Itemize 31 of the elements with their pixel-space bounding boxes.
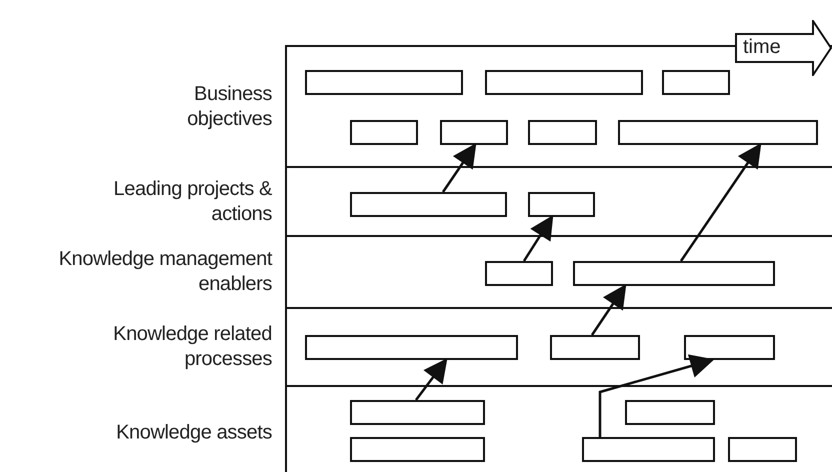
timeline-bar (305, 335, 518, 360)
lane-heading: Knowledge assets (115, 420, 272, 445)
timeline-bar (440, 120, 508, 145)
timeline-bar (684, 335, 775, 360)
arrow (415, 358, 448, 401)
timeline-bar (350, 437, 485, 462)
timeline-bar (350, 400, 485, 425)
arrow (522, 214, 554, 262)
lane-heading: Business objectives (186, 82, 272, 132)
lane-heading: Knowledge related processes (112, 322, 272, 372)
timeline-bar (550, 335, 640, 360)
timeline-bar (582, 437, 715, 462)
arrow-label: time (743, 35, 781, 60)
timeline-bar (618, 120, 818, 145)
timeline-bar (350, 120, 418, 145)
arrow (598, 354, 714, 437)
timeline-bar (528, 120, 597, 145)
timeline-bar (728, 437, 797, 462)
arrow (680, 143, 762, 262)
timeline-bar (305, 70, 463, 95)
timeline-bar (528, 192, 595, 217)
timeline-bar (350, 192, 507, 217)
timeline-bar (485, 70, 643, 95)
lane-heading: Knowledge management enablers (58, 247, 272, 297)
timeline-bar (625, 400, 715, 425)
timeline-bar (485, 261, 553, 286)
timeline-bar (662, 70, 730, 95)
arrow (442, 143, 476, 193)
lane-heading: Leading projects & actions (112, 176, 272, 226)
timeline-bar (573, 261, 775, 286)
arrow (590, 284, 626, 336)
